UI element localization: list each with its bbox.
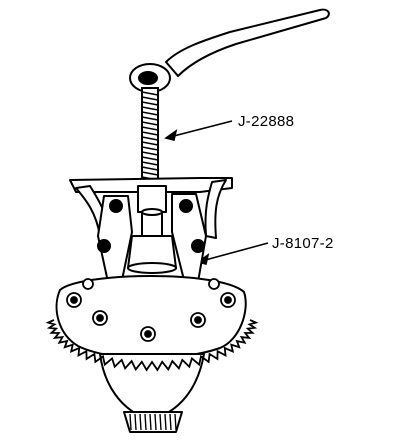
hub-splines [129,413,177,431]
ring-gear-teeth [45,319,259,372]
wrench-hex-socket [138,71,158,85]
adapter-plug-base [127,262,177,274]
center-nut [137,185,167,213]
callout-j81072: J-8107-2 [272,235,334,252]
ring-gear [45,319,259,372]
leader-arrow-j22888 [164,129,178,141]
differential-case [55,275,247,433]
case-bolts [66,278,236,342]
left-arm-pivot-top [109,199,123,213]
right-arm-pivot-top [179,199,193,213]
center-collar-top [141,208,163,216]
puller-right-ear [204,179,227,239]
leader-line-j22888 [165,120,233,139]
wrench [129,8,330,93]
wrench-handle [165,8,330,77]
right-arm-pivot-bottom [191,239,205,253]
puller-body [69,177,233,283]
case-hub [123,411,183,433]
forcing-screw [141,87,159,189]
case-lower-body [99,353,205,421]
leader-line-j81072 [197,242,269,263]
case-flange [55,275,247,360]
callout-j22888: J-22888 [238,113,294,130]
left-arm-pivot-bottom [97,239,111,253]
